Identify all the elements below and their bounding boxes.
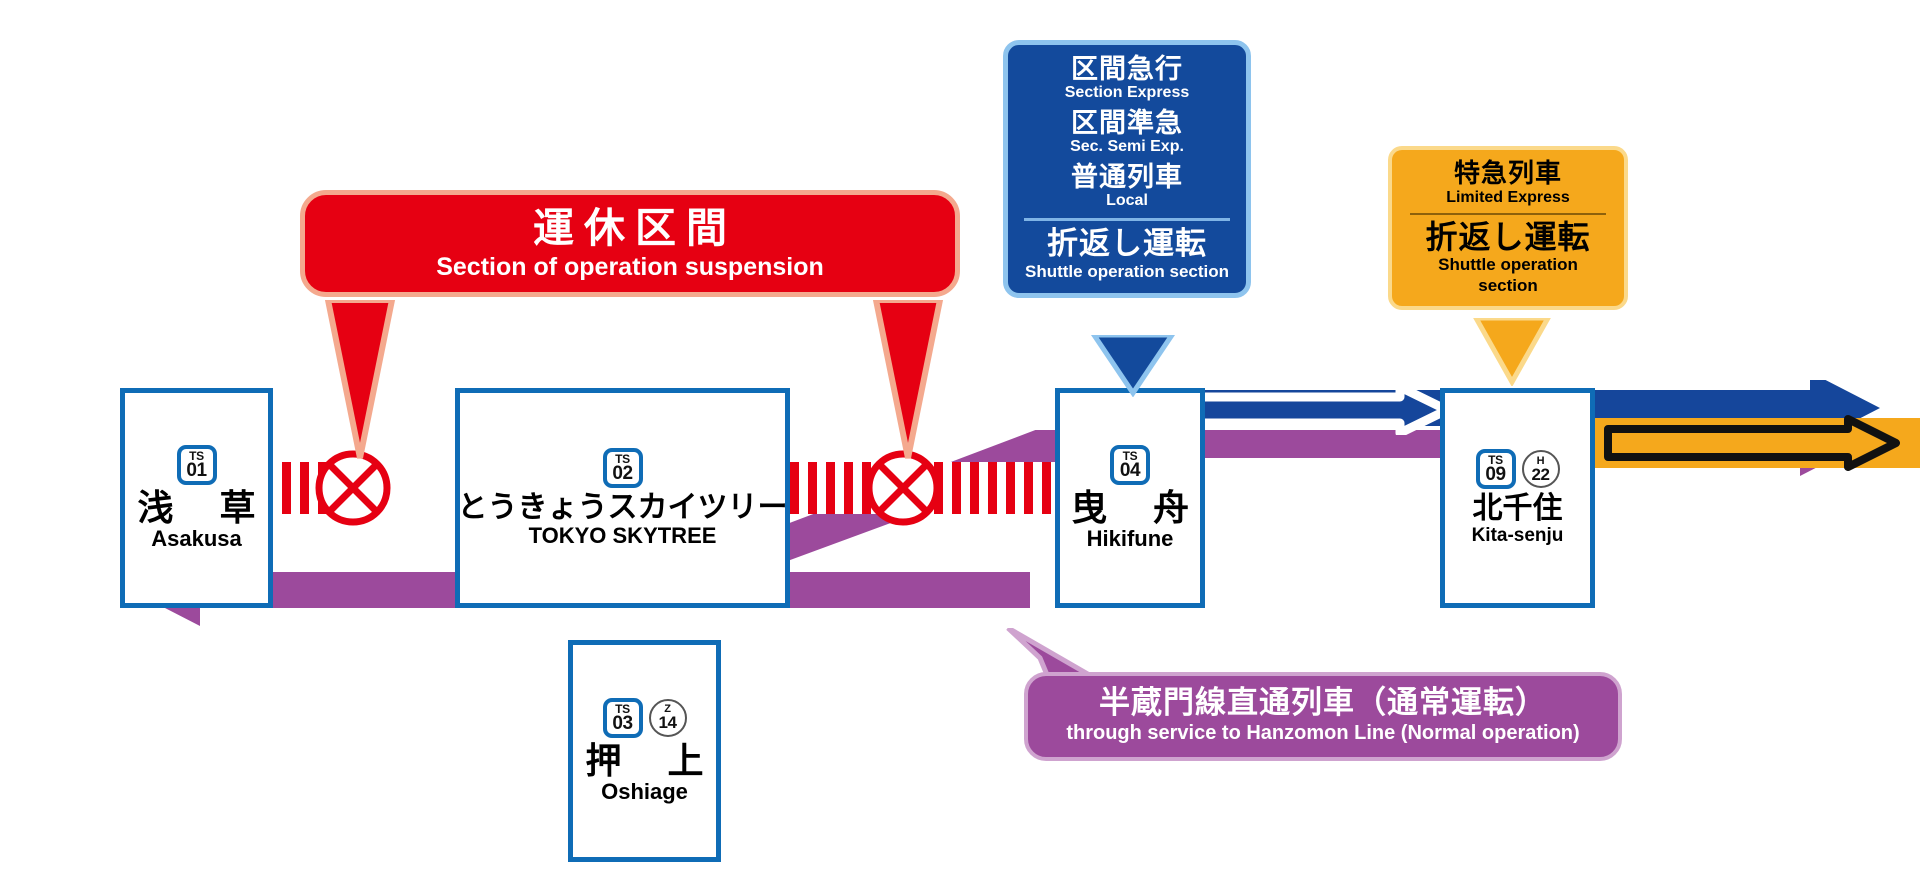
- hanzomon-ja: 半蔵門線直通列車（通常運転）: [1099, 685, 1547, 720]
- train-type-en-0: Section Express: [1064, 84, 1190, 102]
- badge-line-code: Z: [664, 703, 671, 715]
- station-name-en: Oshiage: [601, 779, 688, 805]
- badge-number: 09: [1485, 464, 1506, 486]
- badge-number: 01: [186, 459, 207, 481]
- station-name-en: Kita-senju: [1471, 524, 1564, 546]
- shuttle-operation-en: Shuttle operation section: [1024, 262, 1230, 282]
- suspension-banner-body: 運休区間 Section of operation suspension: [300, 190, 960, 298]
- station-kita-senju[interactable]: TS 09 H 22 北千住 Kita-senju: [1440, 388, 1595, 608]
- limited-express-ja: 特急列車: [1453, 158, 1562, 188]
- badge-line-code: TS: [615, 701, 630, 716]
- train-types-callout-tail: [1090, 335, 1176, 397]
- suspension-banner-tail-right: [872, 300, 944, 459]
- station-hikifune[interactable]: TS 04 曳 舟 Hikifune: [1055, 388, 1205, 608]
- train-type-en-1: Sec. Semi Exp.: [1070, 138, 1184, 156]
- station-name-ja: とうきょうスカイツリー: [457, 490, 788, 524]
- station-badge-ts-04: TS 04: [1110, 444, 1150, 485]
- train-type-ja-1: 区間準急: [1071, 108, 1183, 139]
- badge-line-code: TS: [189, 448, 204, 463]
- station-name-ja: 曳 舟: [1071, 486, 1208, 528]
- limited-express-en: Limited Express: [1446, 189, 1570, 207]
- hanzomon-en: through service to Hanzomon Line (Normal…: [1066, 721, 1580, 744]
- badge-line-code: TS: [1122, 448, 1138, 463]
- station-name-ja: 押 上: [585, 739, 722, 781]
- limited-express-shuttle-en: Shuttle operation section: [1438, 255, 1578, 295]
- suspension-banner-ja: 運休区間: [533, 205, 737, 251]
- station-badges: TS 02: [602, 447, 643, 488]
- station-badges: TS 03 Z 14: [602, 697, 687, 738]
- badge-line-code: TS: [1488, 453, 1503, 468]
- suspension-x-icon-1: [315, 450, 391, 526]
- train-types-callout: 区間急行 Section Express 区間準急 Sec. Semi Exp.…: [1003, 40, 1251, 299]
- suspension-banner-tail-left: [324, 300, 396, 459]
- shuttle-arrow-orange: [1604, 415, 1900, 471]
- suspension-banner-en: Section of operation suspension: [436, 253, 824, 282]
- station-name-en: TOKYO SKYTREE: [528, 523, 717, 549]
- station-name-ja: 浅 草: [137, 486, 274, 528]
- station-badge-ts-09: TS 09: [1475, 449, 1516, 490]
- badge-number: 03: [612, 712, 633, 734]
- badge-number: 14: [658, 713, 677, 732]
- station-badges: TS 09 H 22: [1475, 449, 1560, 490]
- train-type-ja-0: 区間急行: [1071, 54, 1183, 84]
- station-oshiage[interactable]: TS 03 Z 14 押 上 Oshiage: [568, 640, 721, 862]
- badge-line-code: H: [1536, 454, 1545, 467]
- station-badge-ts-03: TS 03: [602, 697, 643, 738]
- limited-express-shuttle-ja: 折返し運転: [1425, 219, 1591, 256]
- station-name-en: Asakusa: [151, 526, 242, 552]
- shuttle-operation-ja: 折返し運転: [1047, 226, 1207, 262]
- station-badge-ts-02: TS 02: [602, 447, 643, 488]
- badge-number: 22: [1531, 464, 1550, 484]
- badge-line-code: TS: [615, 451, 630, 466]
- station-name-en: Hikifune: [1086, 526, 1174, 552]
- station-badges: TS 04: [1110, 444, 1150, 485]
- limited-express-callout-tail: [1473, 318, 1551, 386]
- limited-express-divider: [1410, 213, 1606, 216]
- station-badge-z-14: Z 14: [648, 698, 687, 737]
- limited-express-callout: 特急列車 Limited Express 折返し運転 Shuttle opera…: [1388, 146, 1628, 311]
- train-type-ja-2: 普通列車: [1071, 162, 1183, 193]
- suspension-x-icon-2: [865, 450, 941, 526]
- train-type-en-2: Local: [1106, 192, 1148, 210]
- suspension-banner: 運休区間 Section of operation suspension: [300, 190, 960, 298]
- shuttle-arrow-blue: [1190, 385, 1452, 435]
- badge-number: 04: [1119, 459, 1141, 481]
- train-types-divider: [1024, 218, 1230, 222]
- train-types-body: 区間急行 Section Express 区間準急 Sec. Semi Exp.…: [1003, 40, 1251, 299]
- station-tokyo-skytree[interactable]: TS 02 とうきょうスカイツリー TOKYO SKYTREE: [455, 388, 790, 608]
- hanzomon-callout: 半蔵門線直通列車（通常運転） through service to Hanzom…: [1024, 672, 1622, 761]
- station-badges: TS 01: [176, 444, 217, 485]
- hanzomon-body: 半蔵門線直通列車（通常運転） through service to Hanzom…: [1024, 672, 1622, 761]
- station-name-ja: 北千住: [1472, 492, 1563, 526]
- station-asakusa[interactable]: TS 01 浅 草 Asakusa: [120, 388, 273, 608]
- limited-express-body: 特急列車 Limited Express 折返し運転 Shuttle opera…: [1388, 146, 1628, 311]
- station-badge-ts-01: TS 01: [176, 444, 217, 485]
- station-badge-h-22: H 22: [1521, 450, 1560, 489]
- badge-number: 02: [612, 462, 633, 484]
